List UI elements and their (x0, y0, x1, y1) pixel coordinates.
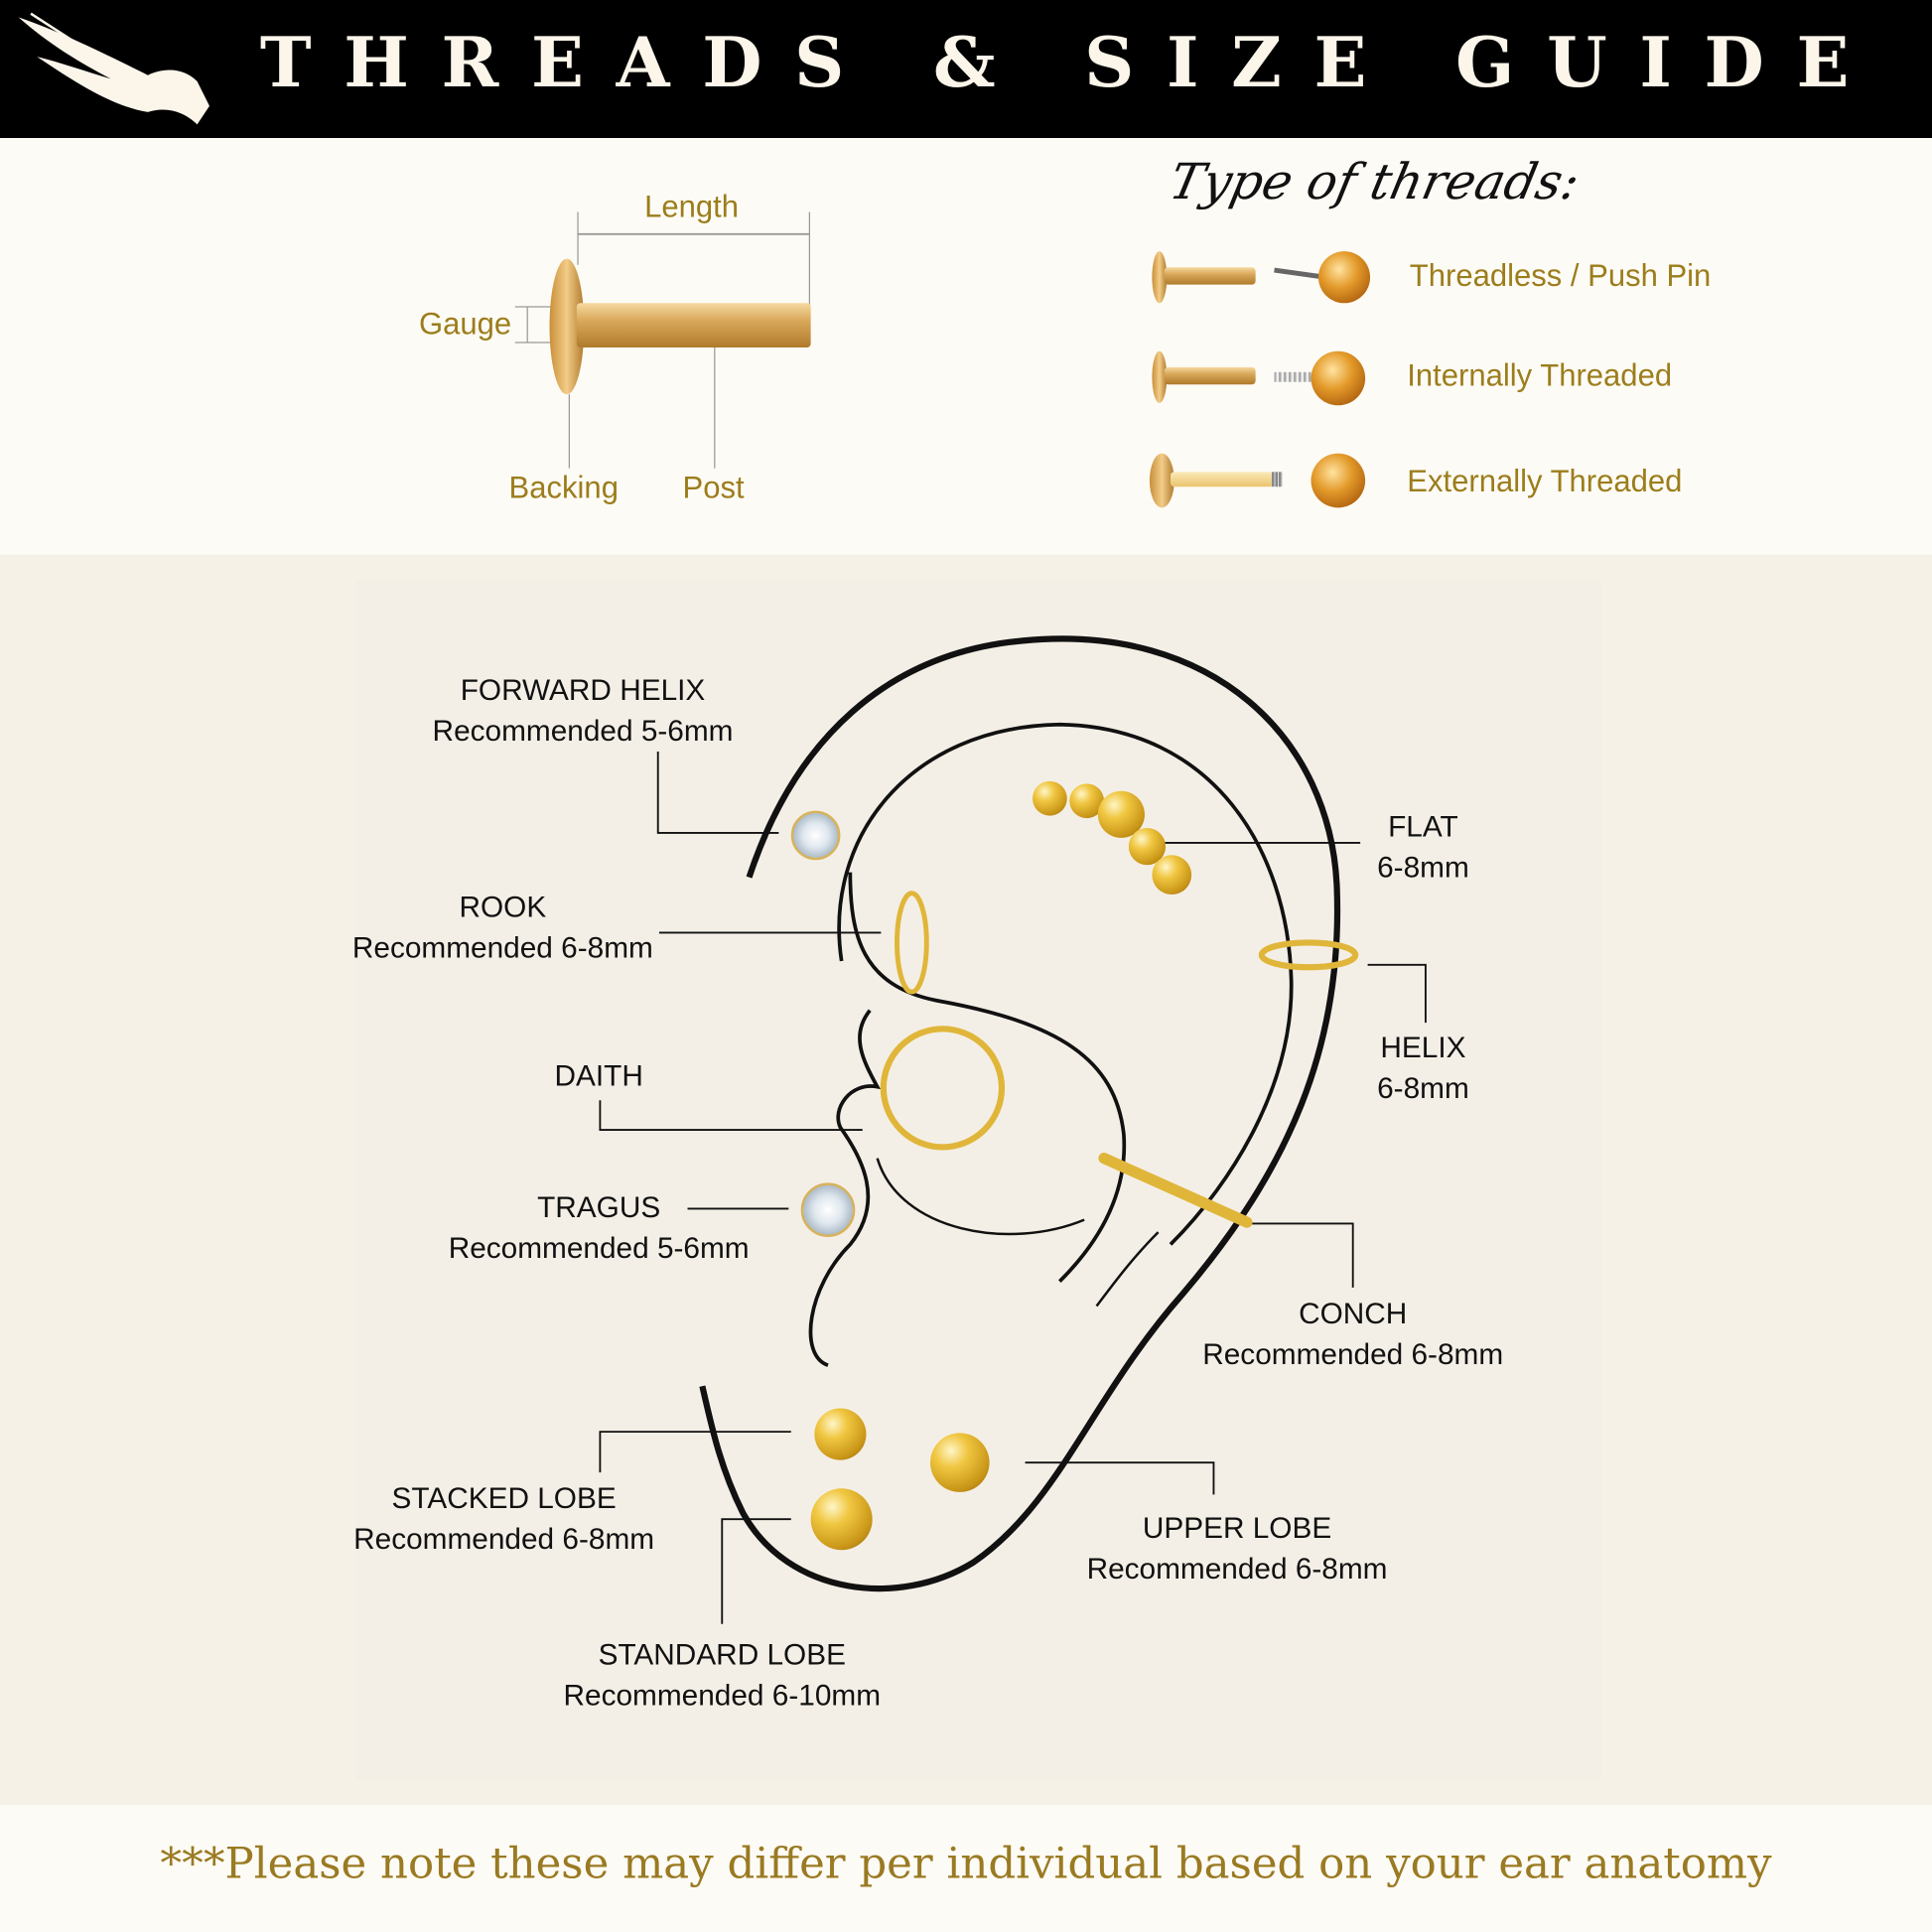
flat-name: FLAT (1388, 810, 1458, 845)
stacked-lobe-ball (814, 1408, 867, 1460)
helix-name: HELIX (1380, 1031, 1466, 1065)
forward-helix-leader (656, 752, 779, 834)
internal-ball (1311, 350, 1366, 406)
standard-lobe-label: STANDARD LOBE Recommended 6-10mm (564, 1635, 881, 1717)
stacked-lobe-size: Recommended 6-8mm (353, 1522, 655, 1557)
footer: ***Please note these may differ per indi… (0, 1805, 1932, 1932)
tragus-stud (800, 1182, 856, 1238)
helix-ring (1258, 939, 1359, 971)
externally-threaded-label: Externally Threaded (1407, 464, 1683, 499)
forward-helix-name: FORWARD HELIX (460, 673, 706, 708)
flat-size: 6-8mm (1377, 851, 1469, 886)
length-label: Length (644, 190, 739, 224)
tragus-size: Recommended 5-6mm (448, 1232, 750, 1266)
stacked-lobe-name: STACKED LOBE (391, 1482, 617, 1516)
threadless-label: Threadless / Push Pin (1409, 258, 1712, 294)
footer-note: ***Please note these may differ per indi… (160, 1839, 1772, 1889)
backing-label: Backing (508, 471, 619, 505)
rook-label: ROOK Recommended 6-8mm (352, 888, 653, 969)
ear-outline-drawing (599, 635, 1427, 1624)
standard-lobe-name: STANDARD LOBE (598, 1638, 846, 1673)
daith-leader (599, 1100, 863, 1131)
standard-lobe-leader (721, 1518, 791, 1624)
tragus-label: TRAGUS Recommended 5-6mm (449, 1187, 750, 1269)
upper-lobe-label: UPPER LOBE Recommended 6-8mm (1087, 1508, 1388, 1589)
internal-disc (1152, 350, 1168, 403)
labret-dimension-lines (514, 211, 811, 469)
conch-size: Recommended 6-8mm (1202, 1337, 1504, 1372)
winged-horse-logo-icon (18, 12, 209, 125)
forward-helix-label: FORWARD HELIX Recommended 5-6mm (433, 670, 734, 752)
helix-size: 6-8mm (1377, 1071, 1469, 1106)
threadless-ball (1317, 251, 1371, 304)
internal-thread (1274, 371, 1311, 382)
conch-label: CONCH Recommended 6-8mm (1202, 1294, 1503, 1375)
forward-helix-size: Recommended 5-6mm (432, 714, 734, 749)
external-post (1171, 472, 1275, 487)
daith-ring (880, 1026, 1006, 1151)
upper-lobe-size: Recommended 6-8mm (1086, 1552, 1388, 1587)
upper-lobe-name: UPPER LOBE (1142, 1511, 1332, 1546)
rook-ring (895, 891, 929, 995)
standard-lobe-size: Recommended 6-10mm (563, 1679, 882, 1714)
header-bar: THREADS & SIZE GUIDE (0, 0, 1932, 138)
standard-lobe-ball (810, 1488, 873, 1551)
flat-ball-1 (1033, 780, 1067, 816)
rook-name: ROOK (459, 891, 547, 924)
conch-leader (1250, 1222, 1354, 1288)
external-thread (1271, 472, 1283, 487)
upper-lobe-leader (1025, 1461, 1215, 1495)
forward-helix-stud (790, 810, 841, 861)
threadless-disc (1152, 251, 1168, 304)
labret-post (576, 303, 811, 347)
threadless-post (1164, 267, 1256, 285)
external-disc (1149, 453, 1174, 508)
gauge-label: Gauge (418, 307, 512, 342)
internal-post (1164, 366, 1256, 385)
stacked-lobe-leader (599, 1431, 791, 1473)
upper-lobe-ball (930, 1433, 990, 1492)
flat-label: FLAT 6-8mm (1377, 807, 1469, 889)
helix-label: HELIX 6-8mm (1377, 1028, 1469, 1109)
stacked-lobe-label: STACKED LOBE Recommended 6-8mm (353, 1478, 654, 1560)
post-label: Post (682, 471, 745, 505)
tragus-name: TRAGUS (537, 1191, 661, 1225)
flat-ball-5 (1152, 855, 1192, 896)
conch-ring (1098, 1153, 1253, 1228)
daith-label: DAITH (554, 1056, 642, 1097)
conch-name: CONCH (1299, 1297, 1408, 1331)
daith-name: DAITH (554, 1059, 643, 1093)
thread-section (0, 137, 1932, 555)
helix-leader (1367, 963, 1427, 1024)
external-ball (1311, 453, 1366, 508)
internally-threaded-label: Internally Threaded (1407, 358, 1673, 393)
rook-size: Recommended 6-8mm (351, 931, 653, 965)
page-title: THREADS & SIZE GUIDE (259, 22, 1882, 104)
